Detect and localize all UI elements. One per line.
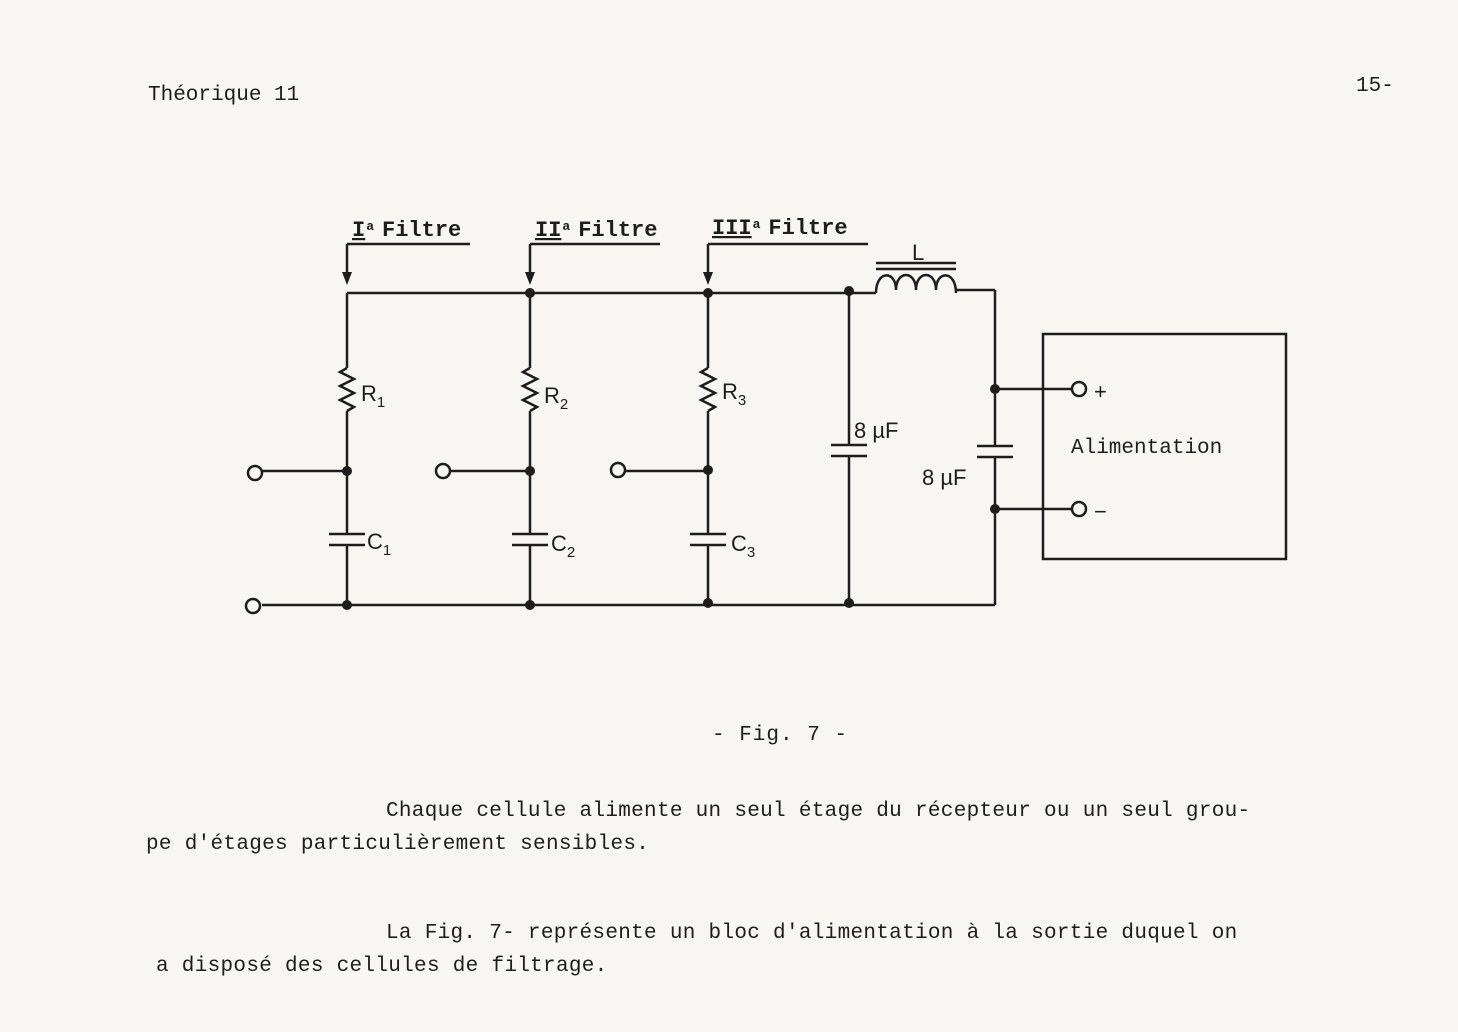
junction-dot [844, 598, 854, 608]
ground-terminal [244, 597, 262, 615]
junction-dot [342, 466, 352, 476]
r1-label: R1 [361, 381, 385, 411]
output3-terminal [609, 461, 627, 479]
filter3-arrowhead [703, 272, 713, 285]
supply-label: Alimentation [1071, 437, 1222, 460]
r3-label: R3 [722, 379, 746, 409]
r2-label: R2 [544, 383, 568, 413]
figure-caption: - Fig. 7 - [712, 724, 849, 747]
inductor-label: L [912, 240, 924, 265]
filter2-arrowhead [525, 272, 535, 285]
cap-right-label: 8 µF [922, 465, 966, 490]
c2-label: C2 [551, 531, 575, 561]
paragraph-2-line-2: a disposé des cellules de filtrage. [156, 955, 608, 978]
junction-dot [703, 465, 713, 475]
plus-terminal [1070, 380, 1088, 398]
output2-terminal [434, 462, 452, 480]
c1-label: C1 [367, 529, 391, 559]
minus-terminal [1070, 500, 1088, 518]
paragraph-2: La Fig. 7- représente un bloc d'alimenta… [156, 917, 1238, 983]
junction-dot [703, 288, 713, 298]
header-page-number: 15- [1356, 75, 1394, 98]
output1-terminal [246, 464, 264, 482]
junction-dot [990, 384, 1000, 394]
supply-box [1041, 332, 1288, 561]
junction-dot [703, 598, 713, 608]
junction-dot [525, 288, 535, 298]
filter1-arrowhead [342, 272, 352, 285]
junction-dot [525, 466, 535, 476]
junction-dot [990, 504, 1000, 514]
resistor-r2 [520, 366, 540, 413]
paragraph-1-line-2: pe d'étages particulièrement sensibles. [146, 833, 650, 856]
paragraph-1: Chaque cellule alimente un seul étage du… [146, 795, 1250, 861]
minus-sign: − [1094, 499, 1107, 524]
header-section-title: Théorique 11 [148, 84, 300, 107]
paragraph-1-line-1: Chaque cellule alimente un seul étage du… [386, 800, 1251, 823]
resistor-r1 [337, 366, 357, 413]
resistor-r3 [698, 366, 718, 413]
inductor-coil [874, 273, 958, 294]
paragraph-2-line-1: La Fig. 7- représente un bloc d'alimenta… [386, 922, 1238, 945]
junction-dot [342, 600, 352, 610]
junction-dot [844, 286, 854, 296]
c3-label: C3 [731, 531, 755, 561]
plus-sign: + [1094, 379, 1107, 404]
cap-left-label: 8 µF [854, 418, 898, 443]
junction-dot [525, 600, 535, 610]
